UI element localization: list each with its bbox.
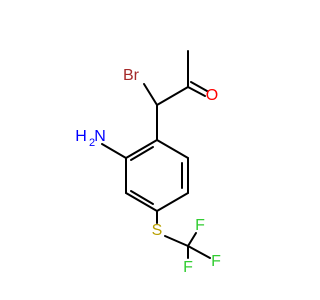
bond-ring-n xyxy=(101,143,127,159)
bond-s-cf3 xyxy=(164,235,189,247)
atom-oxygen: O xyxy=(206,87,218,104)
atom-fluorine-right: F xyxy=(211,253,221,270)
ring-double-2 xyxy=(130,190,154,205)
atom-sulfur: S xyxy=(152,222,163,239)
amino-nitrogen: N xyxy=(94,128,106,145)
ring-bond-6 xyxy=(125,139,158,159)
amino-hydrogen: H xyxy=(75,128,87,145)
atom-fluorine-top: F xyxy=(195,217,205,234)
atom-bromine: Br xyxy=(123,67,140,84)
amino-subscript: 2 xyxy=(89,137,95,149)
ring-bond-3 xyxy=(156,192,189,212)
bond-c1-c2 xyxy=(156,86,189,106)
amino-group: H 2 N xyxy=(75,128,106,149)
bond-c2-o xyxy=(187,86,206,97)
molecule-structure: Br O H 2 N S F F F xyxy=(75,50,221,276)
structure-canvas: Br O H 2 N S F F F xyxy=(75,50,221,276)
atom-fluorine-bottom: F xyxy=(183,259,193,276)
bond-c2-o-double xyxy=(190,81,208,92)
bonds xyxy=(101,50,211,259)
bond-c-f2 xyxy=(187,245,211,259)
bond-c-f3 xyxy=(187,232,197,247)
ring-bond-4 xyxy=(125,192,158,212)
bond-c1-br xyxy=(143,83,158,106)
ring-double-3 xyxy=(130,146,154,161)
atom-labels: Br O H 2 N S F F F xyxy=(75,67,221,276)
ring-bond-1 xyxy=(156,139,189,159)
